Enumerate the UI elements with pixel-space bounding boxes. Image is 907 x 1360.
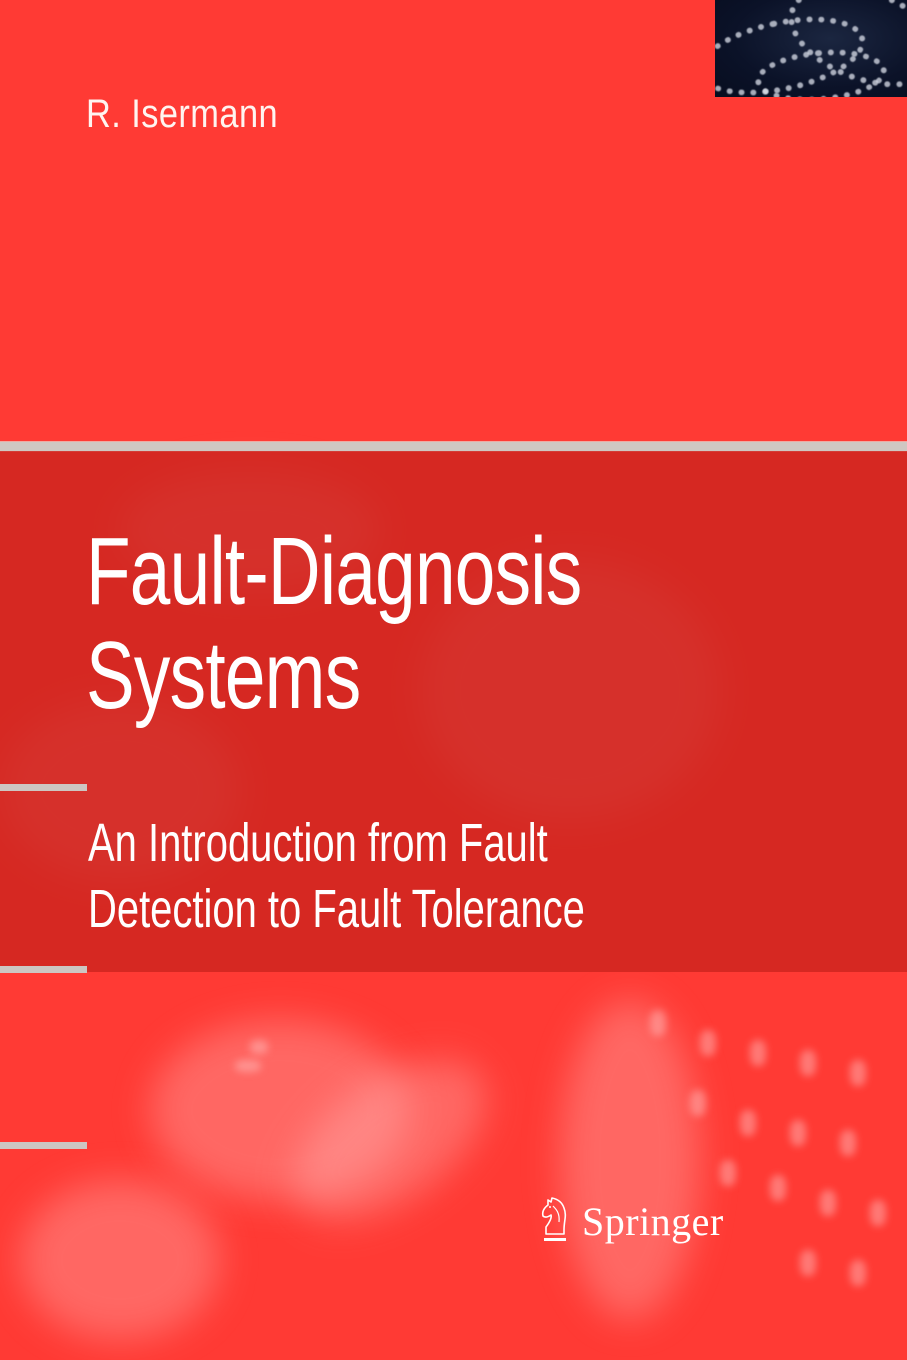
book-subtitle: An Introduction from Fault Detection to …: [88, 810, 585, 942]
author-name: R. Isermann: [86, 92, 279, 136]
margin-tick-1: [0, 784, 87, 791]
cover-photo-thumbnail: [715, 0, 907, 97]
title-band: [0, 451, 907, 972]
book-title: Fault-Diagnosis Systems: [86, 518, 582, 729]
margin-tick-2: [0, 966, 87, 973]
publisher-logo: Springer: [540, 1196, 724, 1246]
margin-tick-3: [0, 1142, 87, 1149]
publisher-name: Springer: [582, 1198, 724, 1244]
title-line-1: Fault-Diagnosis: [86, 518, 582, 625]
subtitle-line-2: Detection to Fault Tolerance: [88, 879, 585, 939]
subtitle-line-1: An Introduction from Fault: [88, 813, 548, 873]
chess-knight-icon: [541, 1197, 567, 1241]
title-line-2: Systems: [86, 622, 361, 729]
